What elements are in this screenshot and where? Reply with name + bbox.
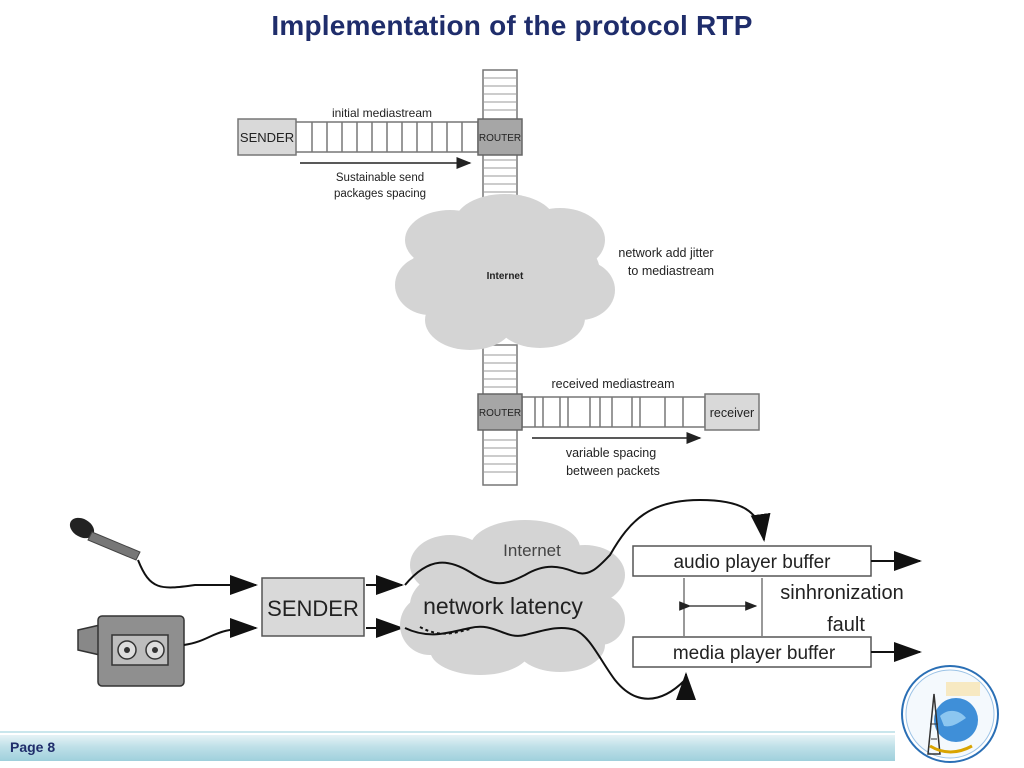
sync-line2: fault xyxy=(827,614,865,636)
send-note-line2: packages spacing xyxy=(334,188,426,200)
sync-line1: sinhronization xyxy=(780,582,903,604)
initial-stream-label: initial mediastream xyxy=(332,106,432,120)
video-camera-icon xyxy=(77,615,185,687)
footer-band xyxy=(0,735,895,761)
received-stream-pipe xyxy=(521,396,706,428)
jitter-line2: to mediastream xyxy=(628,264,714,278)
media-path-arrow xyxy=(404,625,687,700)
jitter-line1: network add jitter xyxy=(618,246,713,260)
top-router-box xyxy=(477,118,523,156)
rtp-diagram: SENDER ROUTER initial mediastream Sustai… xyxy=(69,69,922,700)
bottom-sender-label: SENDER xyxy=(267,596,359,621)
bottom-sender-box xyxy=(261,577,365,637)
bottom-internet-label: Internet xyxy=(503,541,561,560)
initial-stream-pipe xyxy=(294,121,479,153)
network-latency-label: network latency xyxy=(423,593,583,619)
page-number: Page 8 xyxy=(10,739,56,755)
spacing-line1: variable spacing xyxy=(566,446,656,460)
audio-buffer-label: audio player buffer xyxy=(673,552,831,573)
footer-divider xyxy=(0,731,895,733)
camera-to-sender-arrow xyxy=(183,618,258,646)
top-internet-label: Internet xyxy=(487,271,524,282)
mic-to-sender-arrow xyxy=(137,559,258,595)
top-router-label: ROUTER xyxy=(479,133,521,144)
university-logo-icon xyxy=(901,665,999,763)
top-internet-cloud xyxy=(395,194,615,350)
bottom-router-box xyxy=(477,393,523,431)
bottom-router-label: ROUTER xyxy=(479,408,521,419)
received-stream-label: received mediastream xyxy=(552,377,675,391)
spacing-line2: between packets xyxy=(566,464,660,478)
microphone-icon xyxy=(69,517,141,561)
media-buffer-label: media player buffer xyxy=(673,643,836,664)
send-note-line1: Sustainable send xyxy=(336,172,424,184)
media-buffer-box xyxy=(632,636,872,668)
receiver-box xyxy=(704,393,760,431)
receiver-label: receiver xyxy=(710,406,754,420)
top-sender-label: SENDER xyxy=(240,130,294,145)
audio-buffer-box xyxy=(632,545,872,577)
slide-title: Implementation of the protocol RTP xyxy=(271,10,753,41)
top-sender-box xyxy=(237,118,297,156)
audio-path-arrow xyxy=(404,498,771,586)
